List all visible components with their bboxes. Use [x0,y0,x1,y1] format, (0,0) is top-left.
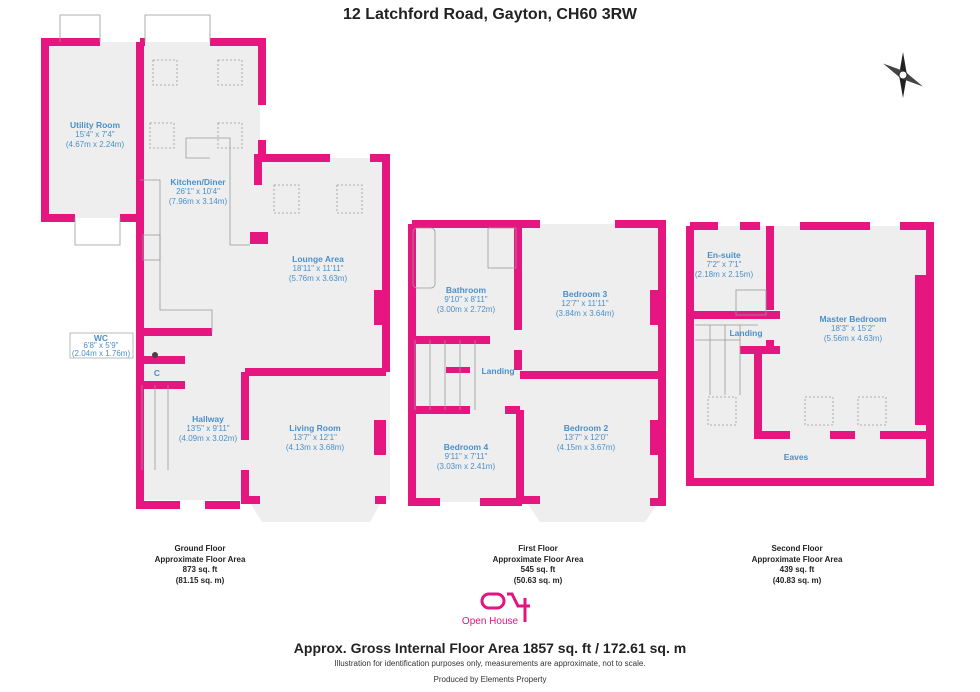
second-floor-walls [686,222,934,486]
room-eaves: Eaves [783,452,809,462]
compass-rose-icon [883,52,923,98]
logo-text: Open House [461,616,519,627]
room-landing-first: Landing [481,366,515,376]
page-title: 12 Latchford Road, Gayton, CH60 3RW [343,6,637,23]
disclaimer: Illustration for identification purposes… [334,659,646,668]
producer-credit: Produced by Elements Property [433,675,547,684]
ground-floor-walls [41,38,390,509]
room-cupboard: C [153,368,161,378]
first-floor-walls [408,220,666,506]
gross-internal-area: Approx. Gross Internal Floor Area 1857 s… [293,640,687,656]
room-landing-second: Landing [729,328,763,338]
